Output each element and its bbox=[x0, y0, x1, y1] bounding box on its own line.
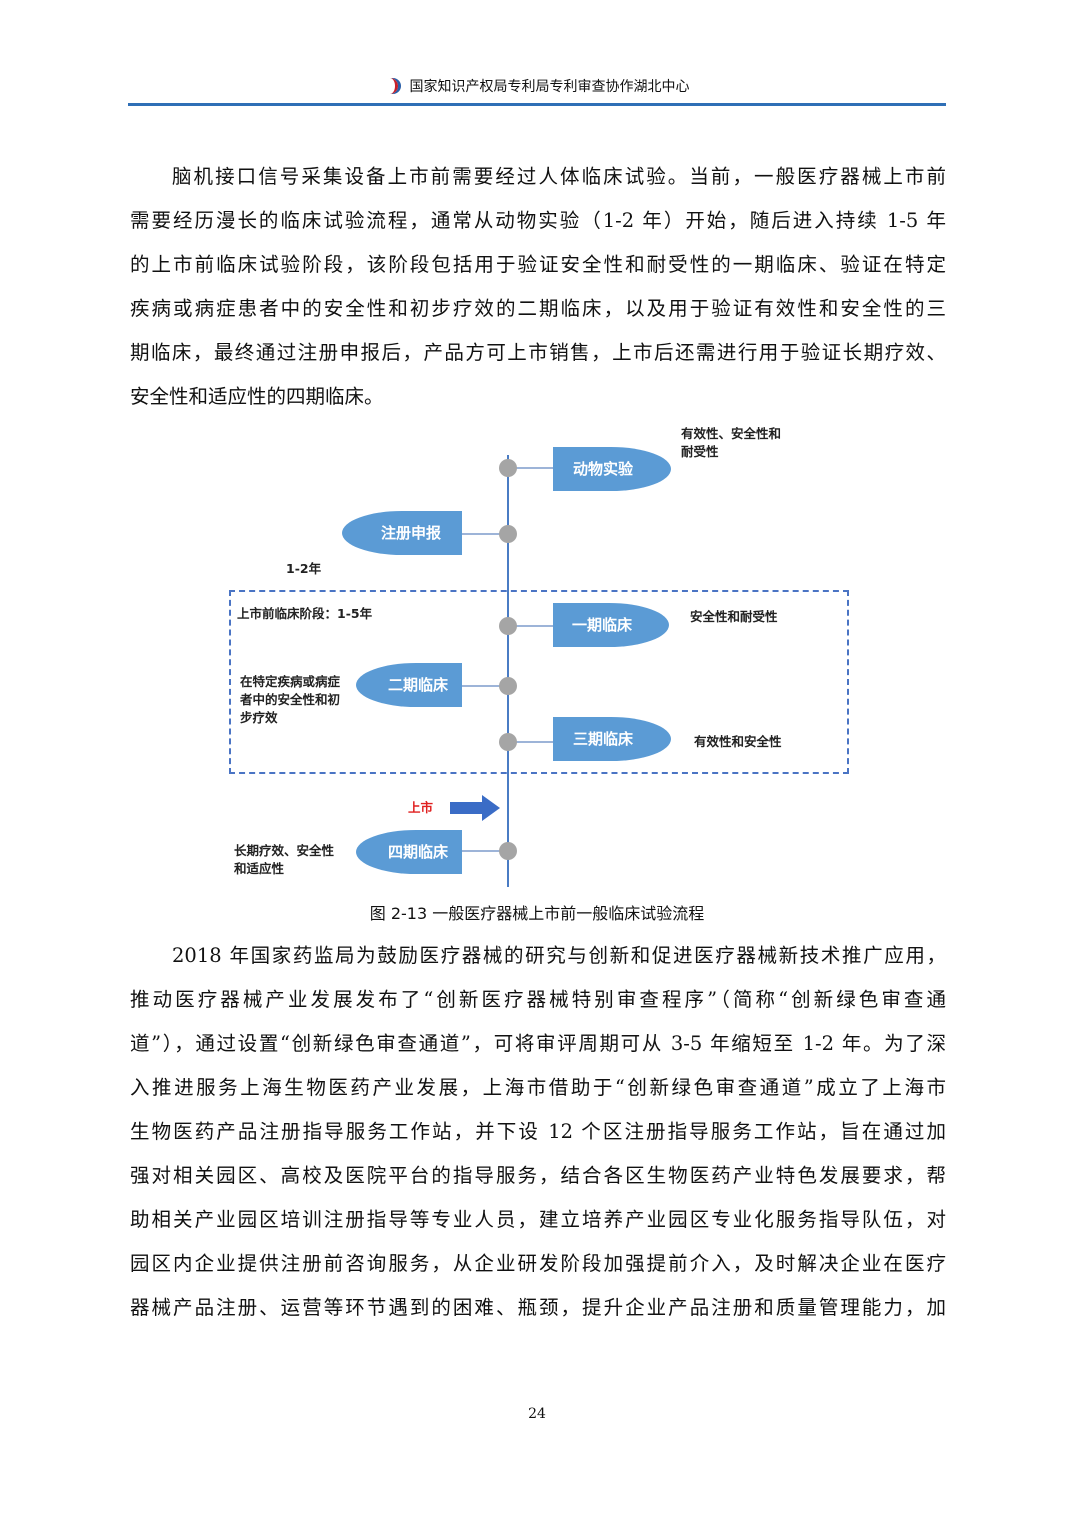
paragraph-line: 助相关产业园区培训注册指导等专业人员，建立培养产业园区专业化服务指导队伍，对 bbox=[130, 1208, 946, 1232]
paragraph-line: 需要经历漫长的临床试验流程，通常从动物实验（1-2 年）开始，随后进入持续 1-… bbox=[130, 209, 946, 233]
header-title: 国家知识产权局专利局专利审查协作湖北中心 bbox=[410, 79, 690, 95]
timeline-dot bbox=[499, 733, 517, 751]
paragraph-line: 园区内企业提供注册前咨询服务，从企业研发阶段加强提前介入，及时解决企业在医疗 bbox=[130, 1252, 946, 1276]
paragraph-line: 器械产品注册、运营等环节遇到的困难、瓶颈，提升企业产品注册和质量管理能力，加 bbox=[130, 1296, 946, 1320]
note-phase1: 安全性和耐受性 bbox=[690, 608, 778, 626]
note-phase4: 长期疗效、安全性 和适应性 bbox=[234, 842, 334, 878]
note-phase3: 有效性和安全性 bbox=[694, 733, 782, 751]
paragraph-line: 道”），通过设置“创新绿色审查通道”，可将审评周期可从 3-5 年缩短至 1-2… bbox=[130, 1032, 946, 1056]
timeline-dot bbox=[499, 842, 517, 860]
stage-phase1: 一期临床 bbox=[553, 603, 669, 647]
organization-logo-icon bbox=[385, 78, 398, 94]
paragraph-line: 2018 年国家药监局为鼓励医疗器械的研究与创新和促进医疗器械新技术推广应用， bbox=[172, 944, 946, 968]
paragraph-line: 期临床，最终通过注册申报后，产品方可上市销售，上市后还需进行用于验证长期疗效、 bbox=[130, 341, 946, 365]
paragraph-line: 强对相关园区、高校及医院平台的指导服务，结合各区生物医药产业特色发展要求，帮 bbox=[130, 1164, 946, 1188]
note-phase2: 在特定疾病或病症 者中的安全性和初 步疗效 bbox=[240, 673, 340, 727]
note-market: 上市 bbox=[408, 799, 433, 817]
note-duration-animal: 1-2年 bbox=[286, 560, 321, 578]
note-preclinical-stage: 上市前临床阶段：1-5年 bbox=[237, 605, 372, 623]
page-header: 国家知识产权局专利局专利审查协作湖北中心 bbox=[0, 76, 1074, 96]
page-number: 24 bbox=[0, 1406, 1074, 1422]
timeline-dot bbox=[499, 677, 517, 695]
paragraph-line: 的上市前临床试验阶段，该阶段包括用于验证安全性和耐受性的一期临床、验证在特定 bbox=[130, 253, 946, 277]
stage-registration: 注册申报 bbox=[342, 511, 462, 555]
stage-animal-experiment: 动物实验 bbox=[553, 447, 671, 491]
paragraph-line: 疾病或病症患者中的安全性和初步疗效的二期临床，以及用于验证有效性和安全性的三 bbox=[130, 297, 946, 321]
paragraph-line: 推动医疗器械产业发展发布了“创新医疗器械特别审查程序”（简称“创新绿色审查通 bbox=[130, 988, 946, 1012]
paragraph-line: 脑机接口信号采集设备上市前需要经过人体临床试验。当前，一般医疗器械上市前 bbox=[172, 165, 946, 189]
stage-phase3: 三期临床 bbox=[553, 717, 671, 761]
timeline-axis bbox=[507, 455, 509, 887]
timeline-dot bbox=[499, 459, 517, 477]
timeline-dot bbox=[499, 525, 517, 543]
figure-caption: 图 2-13 一般医疗器械上市前一般临床试验流程 bbox=[0, 900, 1074, 924]
timeline-dot bbox=[499, 617, 517, 635]
paragraph-line: 入推进服务上海生物医药产业发展，上海市借助于“创新绿色审查通道”成立了上海市 bbox=[130, 1076, 946, 1100]
header-divider bbox=[128, 103, 946, 106]
market-arrow-icon bbox=[450, 795, 500, 821]
stage-phase4: 四期临床 bbox=[356, 830, 462, 874]
paragraph-line: 安全性和适应性的四期临床。 bbox=[130, 385, 946, 409]
note-animal: 有效性、安全性和 耐受性 bbox=[681, 425, 781, 461]
paragraph-line: 生物医药产品注册指导服务工作站，并下设 12 个区注册指导服务工作站，旨在通过加 bbox=[130, 1120, 946, 1144]
